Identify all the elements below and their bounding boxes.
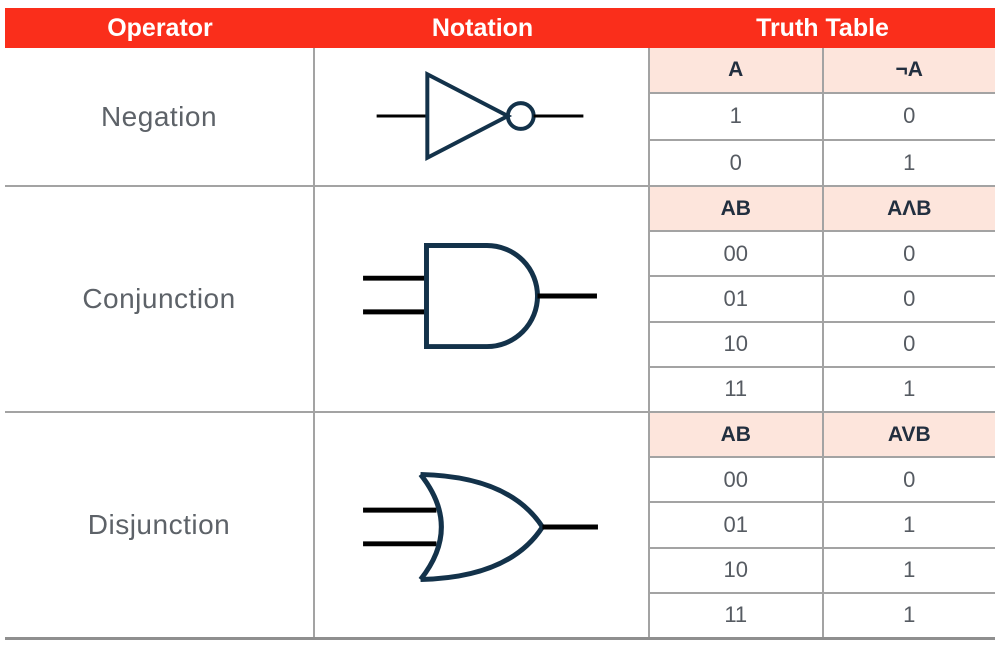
or-gate-icon xyxy=(363,471,598,582)
truth-cell: 1 xyxy=(903,149,916,175)
truth-header-cell: AB xyxy=(650,187,824,231)
truth-cell: 0 xyxy=(903,331,916,357)
truth-header-row: AB AΛB xyxy=(650,187,995,231)
truth-header-cell: A xyxy=(650,48,824,93)
section-disjunction: Disjunction AB AVB 00 0 xyxy=(5,411,995,638)
header-operator: Operator xyxy=(107,13,213,42)
operator-label-negation: Negation xyxy=(5,48,315,185)
truth-cell: 1 xyxy=(903,512,916,537)
table-body: Negation A ¬A 1 0 0 xyxy=(5,48,995,640)
truth-row: 01 0 xyxy=(650,275,995,321)
truth-cell: 10 xyxy=(650,548,824,592)
truth-table-disjunction: AB AVB 00 0 01 1 10 1 11 1 xyxy=(650,413,995,638)
truth-cell: 0 xyxy=(903,466,916,492)
truth-row: 01 1 xyxy=(650,501,995,547)
truth-row: 10 0 xyxy=(650,320,995,366)
notation-cell-disjunction xyxy=(315,413,650,637)
truth-cell: 01 xyxy=(650,503,824,547)
truth-table-negation: A ¬A 1 0 0 1 xyxy=(650,48,995,185)
truth-cell: 1 xyxy=(903,557,916,583)
not-gate-icon xyxy=(376,70,584,162)
section-negation: Negation A ¬A 1 0 0 xyxy=(5,48,995,185)
notation-cell-negation xyxy=(315,48,650,185)
truth-cell: 0 xyxy=(650,140,824,185)
operator-label-conjunction: Conjunction xyxy=(5,187,315,411)
truth-table-conjunction: AB AΛB 00 0 01 0 10 0 11 1 xyxy=(650,187,995,412)
truth-row: 00 0 xyxy=(650,456,995,502)
truth-row: 11 1 xyxy=(650,591,995,638)
truth-row: 00 0 xyxy=(650,230,995,276)
header-notation: Notation xyxy=(431,13,534,42)
truth-cell: 01 xyxy=(650,277,824,321)
truth-cell: 1 xyxy=(903,602,916,628)
header-truth-table: Truth Table xyxy=(756,13,889,42)
truth-header-row: A ¬A xyxy=(650,48,995,93)
truth-header-cell: ¬A xyxy=(823,48,995,93)
truth-cell: 0 xyxy=(903,286,916,311)
notation-cell-conjunction xyxy=(315,187,650,411)
logic-operators-table: Operator Notation Truth Table Negation A… xyxy=(5,8,995,640)
truth-header-cell: AB xyxy=(650,413,824,457)
truth-row: 1 0 xyxy=(650,92,995,139)
operator-label-disjunction: Disjunction xyxy=(5,413,315,637)
truth-cell: 11 xyxy=(650,367,824,412)
truth-row: 11 1 xyxy=(650,365,995,412)
truth-cell: 11 xyxy=(650,593,824,638)
truth-cell: 0 xyxy=(903,103,916,129)
truth-header-row: AB AVB xyxy=(650,413,995,457)
truth-cell: 1 xyxy=(650,94,824,139)
truth-cell: 1 xyxy=(903,376,916,402)
truth-cell: 0 xyxy=(903,240,916,266)
truth-cell: 00 xyxy=(650,232,824,276)
truth-header-cell: AVB xyxy=(823,413,995,457)
section-conjunction: Conjunction AB AΛB 00 0 xyxy=(5,185,995,412)
truth-header-cell: AΛB xyxy=(823,187,995,231)
truth-row: 10 1 xyxy=(650,546,995,592)
truth-cell: 10 xyxy=(650,322,824,366)
truth-row: 0 1 xyxy=(650,138,995,185)
and-gate-icon xyxy=(363,243,597,350)
truth-cell: 00 xyxy=(650,458,824,502)
table-header-row: Operator Notation Truth Table xyxy=(5,8,995,48)
